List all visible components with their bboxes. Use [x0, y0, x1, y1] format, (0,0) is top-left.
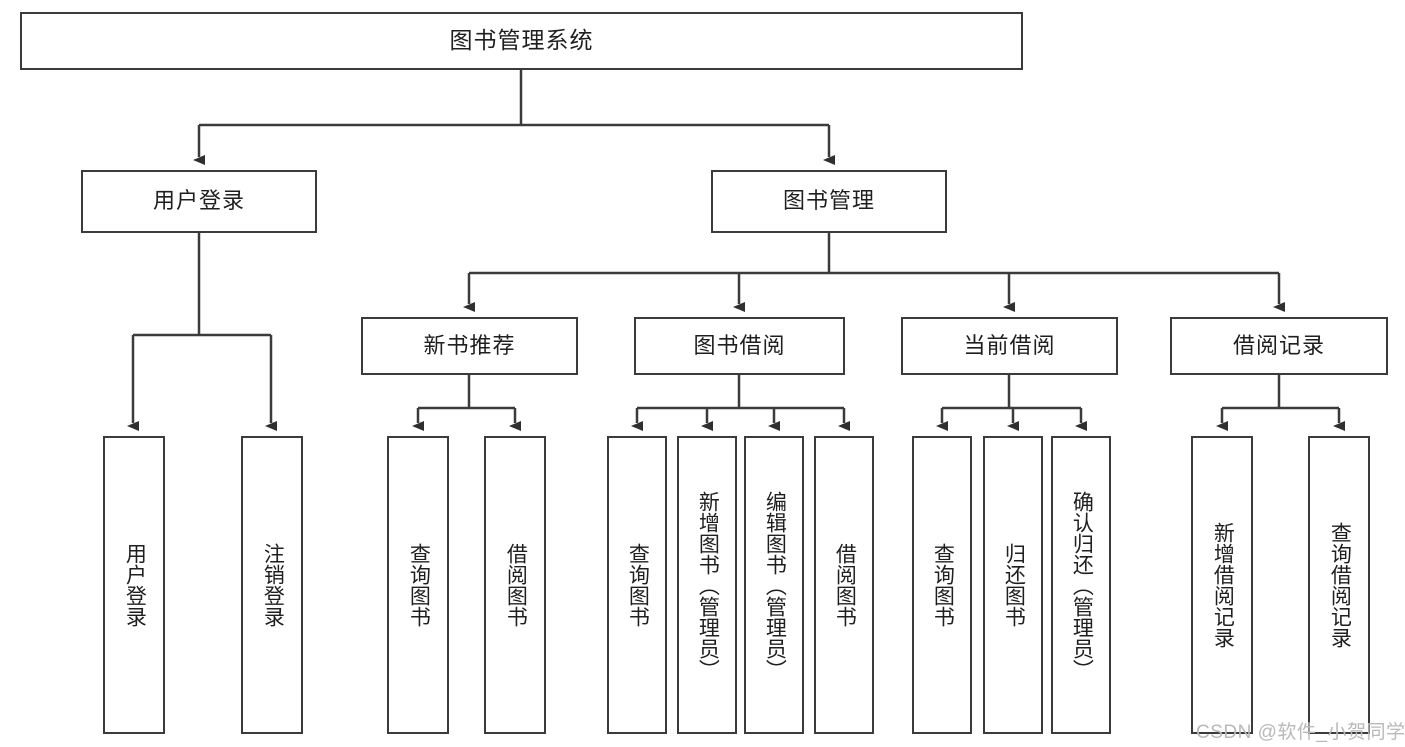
leaf-node-11[interactable]: 新增借阅记录	[1191, 436, 1253, 734]
node-label: 新增借阅记录	[1211, 522, 1235, 648]
leaf-node-2[interactable]: 查询图书	[387, 436, 449, 734]
node-label: 图书管理	[782, 188, 875, 214]
level1-node-0[interactable]: 用户登录	[81, 170, 317, 233]
node-label: 新书推荐	[423, 332, 516, 358]
leaf-node-4[interactable]: 查询图书	[607, 436, 667, 734]
leaf-node-3[interactable]: 借阅图书	[484, 436, 546, 734]
leaf-node-6[interactable]: 编辑图书（管理员）	[744, 436, 804, 734]
node-label: 图书借阅	[693, 332, 786, 358]
level1-node-1[interactable]: 图书管理	[711, 170, 947, 233]
node-label: 当前借阅	[963, 332, 1056, 358]
leaf-node-10[interactable]: 确认归还（管理员）	[1051, 436, 1111, 734]
leaf-node-7[interactable]: 借阅图书	[814, 436, 874, 734]
node-label: 借阅图书	[504, 543, 528, 627]
node-label: 查询图书	[626, 543, 650, 627]
node-label: 查询图书	[931, 543, 955, 627]
level2-node-1[interactable]: 图书借阅	[634, 317, 845, 375]
leaf-node-12[interactable]: 查询借阅记录	[1308, 436, 1370, 734]
node-label: 用户登录	[123, 543, 147, 627]
leaf-node-9[interactable]: 归还图书	[983, 436, 1043, 734]
node-label: 借阅记录	[1232, 332, 1325, 358]
node-label: 借阅图书	[833, 543, 857, 627]
node-label: 编辑图书（管理员）	[763, 490, 787, 680]
node-label: 注销登录	[261, 543, 285, 627]
leaf-node-0[interactable]: 用户登录	[103, 436, 165, 734]
node-label: 查询图书	[407, 543, 431, 627]
leaf-node-5[interactable]: 新增图书（管理员）	[677, 436, 737, 734]
node-label: 新增图书（管理员）	[696, 490, 720, 680]
node-label: 查询借阅记录	[1328, 522, 1352, 648]
node-label: 用户登录	[152, 188, 245, 214]
level2-node-3[interactable]: 借阅记录	[1170, 317, 1388, 375]
level2-node-2[interactable]: 当前借阅	[901, 317, 1118, 375]
level2-node-0[interactable]: 新书推荐	[361, 317, 578, 375]
node-label: 归还图书	[1002, 543, 1026, 627]
node-label: 确认归还（管理员）	[1070, 490, 1094, 680]
node-label: 图书管理系统	[449, 27, 594, 54]
leaf-node-1[interactable]: 注销登录	[241, 436, 303, 734]
root-node-book-management-system[interactable]: 图书管理系统	[20, 12, 1023, 70]
csdn-watermark: CSDN @软件_小贺同学	[1196, 722, 1405, 743]
leaf-node-8[interactable]: 查询图书	[912, 436, 972, 734]
